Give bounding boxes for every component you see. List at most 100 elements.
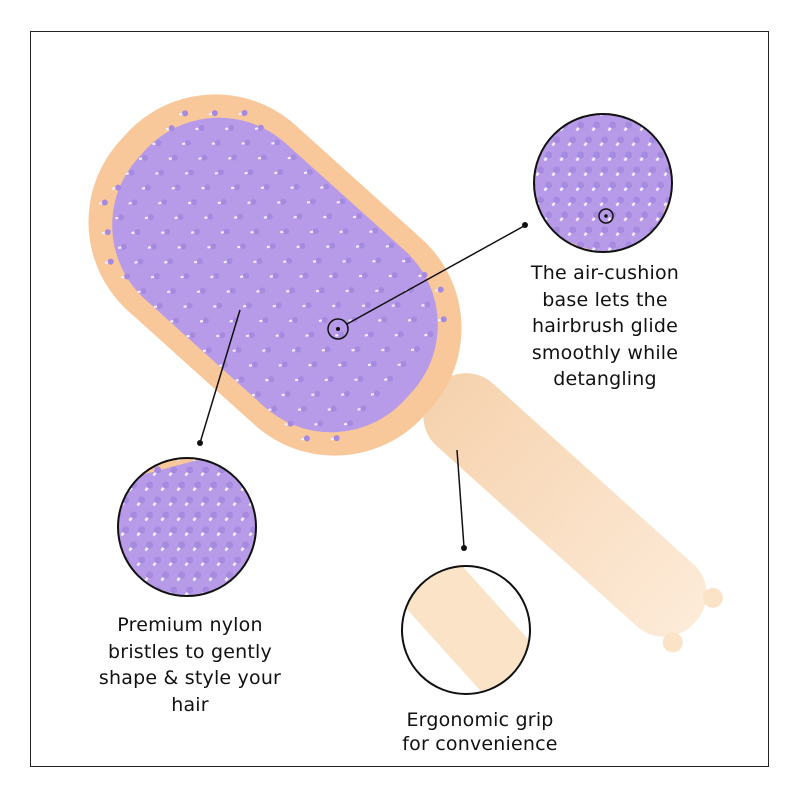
bristle-tip (162, 541, 170, 549)
bristle (118, 484, 119, 492)
bristle-tip (186, 526, 194, 534)
pointer-grip (456, 449, 467, 551)
bristle-tip (561, 151, 569, 159)
bristle-tip (280, 198, 287, 205)
bristle (240, 574, 247, 582)
bristle-tip (421, 271, 428, 278)
pointer-bristles (197, 309, 241, 446)
bristle-tip (244, 139, 251, 146)
bristle-tip (391, 272, 398, 279)
bristle-tip (302, 272, 309, 279)
bristle-tip (150, 243, 157, 250)
bristle-tip (372, 227, 379, 234)
bristle-tip (277, 169, 284, 176)
caption-grip: Ergonomic grip for convenience (360, 708, 600, 756)
bristle-tip (234, 466, 242, 474)
bristle-tip (388, 242, 395, 249)
bristle-tip (657, 181, 665, 189)
bristle-tip (373, 390, 380, 397)
bristle-tip (186, 302, 193, 309)
bristle-tip (681, 167, 688, 174)
bristle-tip (394, 301, 401, 308)
bristle-tip (327, 375, 334, 382)
bristle-tip (202, 317, 209, 324)
bristle-tip (649, 107, 656, 114)
bristle-tip (266, 557, 273, 564)
caption-line: detangling (553, 368, 657, 390)
bristle-tip (534, 211, 537, 219)
bristle-tip (130, 541, 138, 549)
bristle-tip (141, 154, 148, 161)
bristle-tip (617, 196, 625, 204)
bristle-tip (130, 511, 138, 519)
bristle-tip (317, 420, 324, 427)
caption-line: The air-cushion (530, 262, 680, 284)
bristle-tip (569, 107, 576, 114)
bristle-tip (338, 331, 345, 338)
bristle-tip (585, 166, 593, 174)
bristle-tip (265, 346, 272, 353)
bristle-tip (258, 482, 265, 489)
bristle-tip (140, 288, 147, 295)
bristle-tip (633, 226, 641, 234)
bristle-tip (665, 107, 672, 114)
bristle-tip (194, 481, 202, 489)
brush-head (88, 94, 462, 456)
bristle-tip (146, 541, 154, 549)
bristle-tip (266, 527, 273, 534)
bristle-tip (153, 273, 160, 280)
bristle-tip (138, 496, 146, 504)
bristle-tip (601, 166, 609, 174)
bristle-tip (183, 273, 190, 280)
bristle-tip (194, 571, 202, 579)
bristle-tip (210, 511, 218, 519)
bristle-tip (170, 556, 178, 564)
bristle (192, 458, 199, 462)
bristle-tip (118, 214, 125, 221)
bristle-tip (649, 196, 657, 204)
bristle-tip (205, 346, 212, 353)
bristle (567, 114, 574, 117)
bristle-tip (296, 213, 303, 220)
bristle (265, 530, 269, 536)
bristle-tip (397, 331, 404, 338)
bristle-tip (601, 107, 608, 114)
bristle-tip (178, 511, 186, 519)
bristle (559, 244, 566, 252)
bristle-tip (211, 110, 218, 117)
caption-bristles: Premium nylon bristles to gently shape &… (60, 612, 320, 718)
caption-line: shape & style your (98, 667, 282, 689)
bristle-tip (537, 107, 544, 114)
bristle-tip (641, 241, 649, 249)
bristle-tip (593, 241, 601, 249)
bristle-tip (617, 107, 624, 114)
bristle (528, 215, 532, 221)
bristle-tip (306, 168, 313, 175)
bristle-tip (199, 287, 206, 294)
bristle-tip (237, 213, 244, 220)
bristle-tip (194, 511, 202, 519)
bristle-tip (241, 110, 248, 117)
bristle-tip (242, 511, 250, 519)
bristle-tip (681, 197, 688, 204)
bristle-tip (194, 458, 202, 459)
bristle-tip (609, 151, 617, 159)
bristle-tip (601, 226, 609, 234)
bristle-tip (226, 511, 234, 519)
bristle-tip (625, 181, 633, 189)
bristle-tip (202, 556, 210, 564)
bristle-tip (254, 391, 261, 398)
bristle-tip (333, 435, 340, 442)
bristle-tip (641, 151, 649, 159)
bristle-tip (226, 458, 234, 459)
bristle (118, 458, 119, 462)
bristle-tip (681, 137, 688, 144)
bristle-tip (577, 121, 585, 129)
bristle-tip (107, 258, 114, 265)
bristle-tip (130, 458, 138, 459)
bristle-tip (625, 211, 633, 219)
bristle-tip (164, 228, 171, 235)
bristle-tip (657, 151, 665, 159)
bristle (528, 155, 532, 161)
bristle-tip (216, 302, 223, 309)
